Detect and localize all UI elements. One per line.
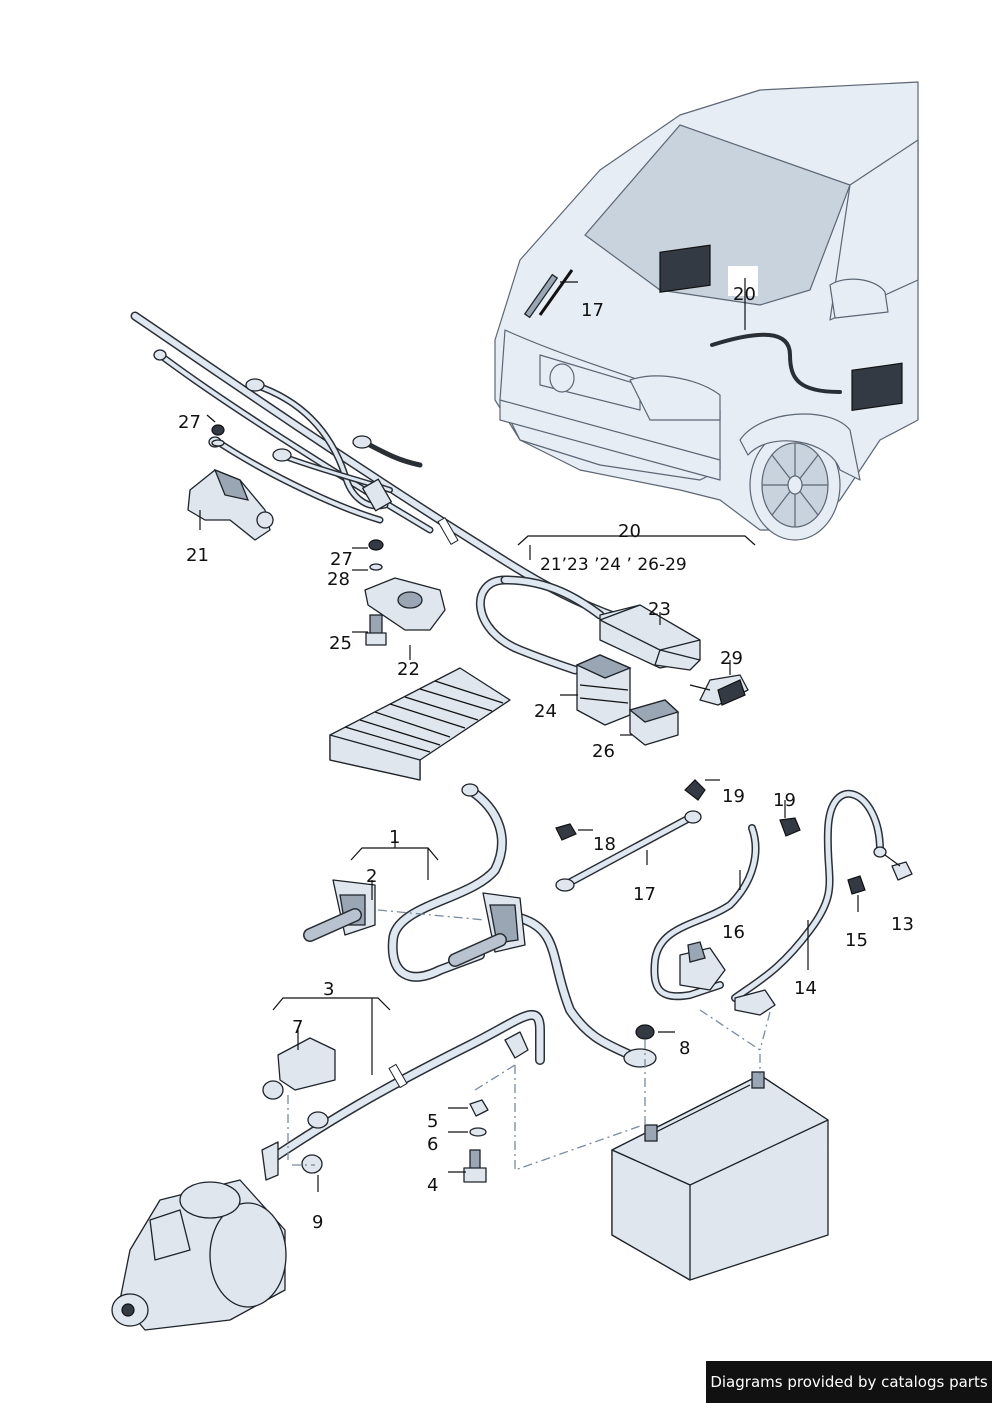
label-17-strap: 17 xyxy=(633,884,656,905)
label-19-b: 19 xyxy=(773,790,796,811)
label-1: 1 xyxy=(389,827,400,848)
label-20-sub: 21’23 ’24 ’ 26-29 xyxy=(540,555,687,575)
battery-cables xyxy=(261,779,913,1183)
label-18: 18 xyxy=(593,834,616,855)
label-13: 13 xyxy=(891,914,914,935)
label-27-bottom: 27 xyxy=(330,549,353,570)
label-17-van: 17 xyxy=(581,300,604,321)
callout-labels: 20 17 27 21 20 21’23 ’24 ’ 26-29 27 28 2… xyxy=(178,284,914,1233)
connection-lines xyxy=(287,909,771,1171)
label-14: 14 xyxy=(794,978,817,999)
label-24: 24 xyxy=(534,701,557,722)
label-7: 7 xyxy=(292,1017,303,1038)
label-22: 22 xyxy=(397,659,420,680)
label-26: 26 xyxy=(592,741,615,762)
label-20-group: 20 xyxy=(618,521,641,542)
label-4: 4 xyxy=(427,1175,438,1196)
fuse-holder-tray xyxy=(329,667,511,781)
label-6: 6 xyxy=(427,1134,438,1155)
label-28: 28 xyxy=(327,569,350,590)
label-23: 23 xyxy=(648,599,671,620)
battery xyxy=(611,1071,829,1281)
label-8: 8 xyxy=(679,1038,690,1059)
label-25: 25 xyxy=(329,633,352,654)
wiring-harness xyxy=(130,311,749,746)
label-27-top: 27 xyxy=(178,412,201,433)
battery-terminal-22 xyxy=(364,539,446,646)
footer-credit: Diagrams provided by catalogs parts xyxy=(706,1361,992,1403)
leader-lines xyxy=(199,278,901,1192)
van-illustration xyxy=(494,81,919,541)
label-5: 5 xyxy=(427,1111,438,1132)
label-9: 9 xyxy=(312,1212,323,1233)
label-3: 3 xyxy=(323,979,334,1000)
label-20-van: 20 xyxy=(733,284,756,305)
starter-motor xyxy=(111,1179,287,1331)
label-2: 2 xyxy=(366,866,377,887)
battery-clamp-21 xyxy=(187,424,274,541)
label-15: 15 xyxy=(845,930,868,951)
label-21: 21 xyxy=(186,545,209,566)
label-29: 29 xyxy=(720,648,743,669)
label-16: 16 xyxy=(722,922,745,943)
label-19-a: 19 xyxy=(722,786,745,807)
